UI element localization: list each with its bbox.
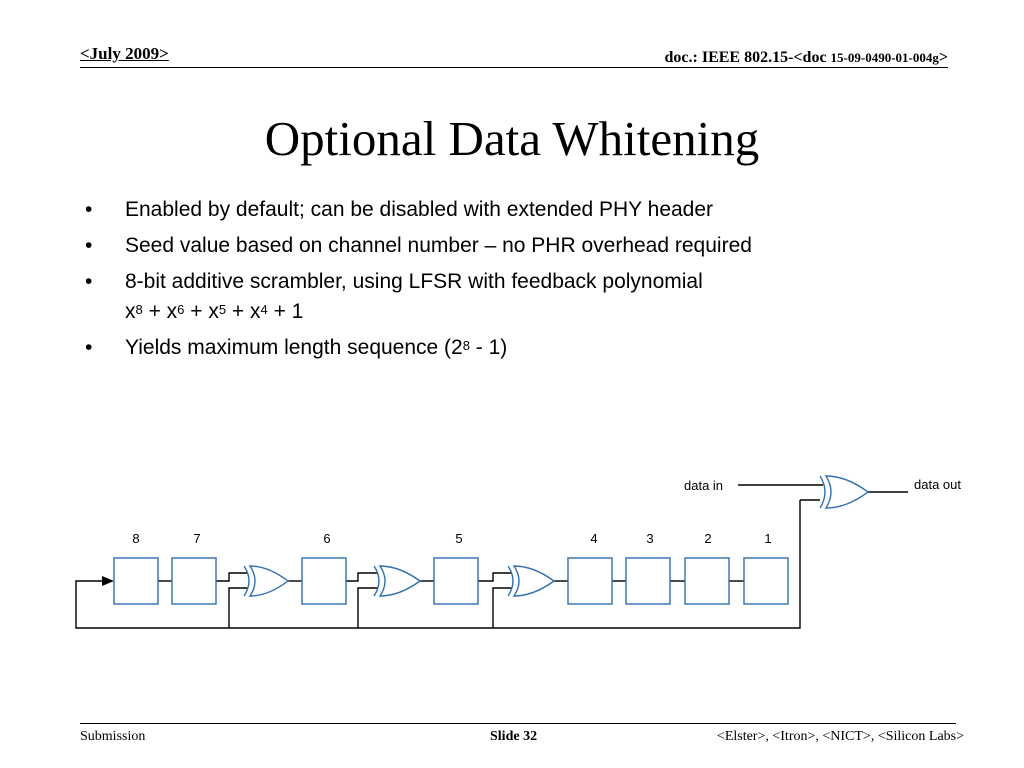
poly-term-base: x [208, 300, 219, 323]
header-rule [80, 67, 948, 68]
register-label: 3 [646, 531, 653, 546]
register-label: 7 [193, 531, 200, 546]
xor-gates [243, 475, 870, 597]
bullet-list: • Enabled by default; can be disabled wi… [85, 195, 752, 369]
data-out-label: data out [914, 477, 961, 492]
footer-rule [80, 723, 956, 724]
poly-term-base: x [250, 300, 261, 323]
register-label: 4 [590, 531, 597, 546]
xor-gate [373, 565, 422, 597]
bullet-dot: • [85, 270, 93, 293]
header-doc-id: doc.: IEEE 802.15-<doc 15-09-0490-01-004… [665, 49, 948, 67]
bullet-item: • Enabled by default; can be disabled wi… [85, 195, 752, 225]
register-label: 2 [704, 531, 711, 546]
bullet-text: Seed value based on channel number – no … [125, 234, 752, 257]
poly-term-base: x [125, 300, 136, 323]
footer-authors: <Elster>, <Itron>, <NICT>, <Silicon Labs… [716, 729, 964, 744]
bullet-dot: • [85, 336, 93, 359]
shift-register [684, 557, 730, 605]
shift-register [113, 557, 159, 605]
xor-gate [507, 565, 556, 597]
polynomial: x8 + x6 + x5 + x4 + 1 [125, 300, 303, 323]
bullet-item: • Seed value based on channel number – n… [85, 231, 752, 261]
poly-term-base: x [166, 300, 178, 323]
bullet-text-pre: Yields maximum length sequence (2 [125, 336, 463, 359]
bullet-dot: • [85, 234, 93, 257]
bullet-dot: • [85, 198, 93, 221]
poly-term-tail: + [184, 300, 209, 323]
doc-prefix: doc.: IEEE 802.15-<doc [664, 49, 831, 66]
wires [75, 484, 908, 629]
footer-slide-number: Slide 32 [490, 729, 538, 744]
slide-title: Optional Data Whitening [264, 111, 760, 166]
doc-suffix: > [938, 49, 948, 66]
bullet-item: • Yields maximum length sequence (28 - 1… [85, 333, 752, 363]
data-in-label: data in [684, 478, 723, 493]
poly-term-exp: 8 [135, 302, 143, 317]
register-labels: 8 7 6 5 4 3 2 1 [132, 531, 771, 546]
bullet-text: Enabled by default; can be disabled with… [125, 198, 714, 221]
footer-submission: Submission [80, 729, 146, 744]
bullet-item: • 8-bit additive scrambler, using LFSR w… [85, 267, 752, 327]
bullet-text-exp: 8 [462, 338, 470, 353]
shift-register [567, 557, 613, 605]
shift-register [171, 557, 217, 605]
bullet-text: Yields maximum length sequence (28 - 1) [125, 336, 507, 359]
shift-register [433, 557, 479, 605]
poly-term-tail: + [142, 300, 167, 323]
register-label: 1 [764, 531, 771, 546]
poly-term-exp: 4 [260, 302, 268, 317]
register-label: 8 [132, 531, 139, 546]
shift-register [301, 557, 347, 605]
bullet-text-post: - 1) [469, 336, 508, 359]
poly-term-exp: 5 [218, 302, 227, 317]
doc-number: 15-09-0490-01-004g [830, 50, 939, 65]
shift-register [625, 557, 671, 605]
xor-gate [243, 565, 290, 597]
registers [113, 557, 789, 605]
bullet-text: 8-bit additive scrambler, using LFSR wit… [125, 270, 703, 293]
register-label: 5 [455, 531, 462, 546]
poly-term-tail: + [226, 300, 251, 323]
poly-term-tail: + 1 [267, 300, 304, 323]
shift-register [743, 557, 789, 605]
xor-gate-output [819, 475, 870, 509]
header-date: <July 2009> [80, 44, 169, 63]
poly-term-exp: 6 [177, 302, 185, 317]
register-label: 6 [323, 531, 330, 546]
